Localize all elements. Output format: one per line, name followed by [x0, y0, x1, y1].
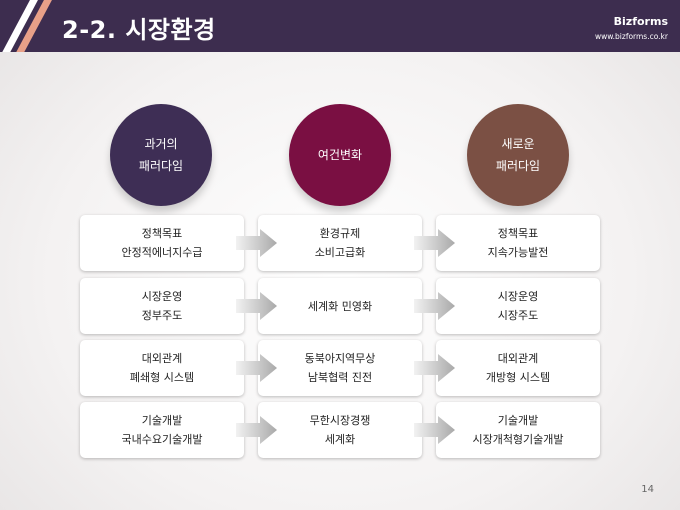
card-new-market-operation: 시장운영 시장주도 — [436, 278, 600, 334]
card-line1: 시장운영 — [141, 290, 183, 303]
circle-condition-change: 여건변화 — [289, 104, 391, 206]
right-arrow-icon — [414, 292, 455, 320]
brand-name: Bizforms — [613, 15, 668, 28]
card-past-market-operation: 시장운영 정부주도 — [80, 278, 244, 334]
right-arrow-icon — [236, 292, 277, 320]
card-line2: 폐쇄형 시스템 — [129, 371, 195, 384]
card-line2: 국내수요기술개발 — [121, 433, 203, 446]
card-past-policy-goal: 정책목표 안정적에너지수급 — [80, 215, 244, 271]
right-arrow-icon — [414, 416, 455, 444]
page-title: 2-2. 시장환경 — [62, 16, 216, 44]
card-new-external-relations: 대외관계 개방형 시스템 — [436, 340, 600, 396]
right-arrow-icon — [236, 354, 277, 382]
circle-label-line1: 여건변화 — [317, 148, 363, 162]
card-line2: 소비고급화 — [314, 246, 366, 259]
page-number: 14 — [641, 484, 654, 495]
circle-label-line1: 새로운 — [501, 137, 535, 151]
circle-past-paradigm: 과거의 패러다임 — [110, 104, 212, 206]
card-line1: 기술개발 — [141, 414, 183, 427]
card-change-environment: 환경규제 소비고급화 — [258, 215, 422, 271]
circle-label-line1: 과거의 — [144, 137, 178, 151]
circle-label-line2: 패러다임 — [138, 159, 184, 173]
card-line2: 개방형 시스템 — [485, 371, 551, 384]
right-arrow-icon — [236, 229, 277, 257]
circle-label-line2: 패러다임 — [495, 159, 541, 173]
card-line2: 시장개척형기술개발 — [472, 433, 564, 446]
card-line1: 환경규제 — [319, 227, 361, 240]
card-line1: 무한시장경쟁 — [309, 414, 371, 427]
right-arrow-icon — [414, 229, 455, 257]
brand-website: www.bizforms.co.kr — [594, 32, 668, 41]
card-line1: 대외관계 — [497, 352, 539, 365]
circle-new-paradigm: 새로운 패러다임 — [467, 104, 569, 206]
card-change-market-competition: 무한시장경쟁 세계화 — [258, 402, 422, 458]
card-line1: 동북아지역무상 — [304, 352, 376, 365]
card-line1: 기술개발 — [497, 414, 539, 427]
card-line1: 세계화 민영화 — [307, 299, 373, 313]
card-line2: 정부주도 — [141, 309, 183, 322]
card-line2: 남북협력 진전 — [307, 371, 373, 384]
card-past-external-relations: 대외관계 폐쇄형 시스템 — [80, 340, 244, 396]
card-line2: 시장주도 — [497, 309, 539, 322]
card-line2: 안정적에너지수급 — [121, 246, 203, 259]
right-arrow-icon — [414, 354, 455, 382]
card-new-policy-goal: 정책목표 지속가능발전 — [436, 215, 600, 271]
card-line2: 지속가능발전 — [487, 246, 549, 259]
card-change-globalization: 세계화 민영화 — [258, 278, 422, 334]
card-line1: 정책목표 — [497, 227, 539, 240]
header-bar: 2-2. 시장환경 Bizforms www.bizforms.co.kr — [0, 0, 680, 52]
card-change-northeast-asia: 동북아지역무상 남북협력 진전 — [258, 340, 422, 396]
card-line1: 정책목표 — [141, 227, 183, 240]
card-past-tech-development: 기술개발 국내수요기술개발 — [80, 402, 244, 458]
card-line1: 시장운영 — [497, 290, 539, 303]
card-line1: 대외관계 — [141, 352, 183, 365]
card-new-tech-development: 기술개발 시장개척형기술개발 — [436, 402, 600, 458]
right-arrow-icon — [236, 416, 277, 444]
card-line2: 세계화 — [324, 433, 356, 446]
